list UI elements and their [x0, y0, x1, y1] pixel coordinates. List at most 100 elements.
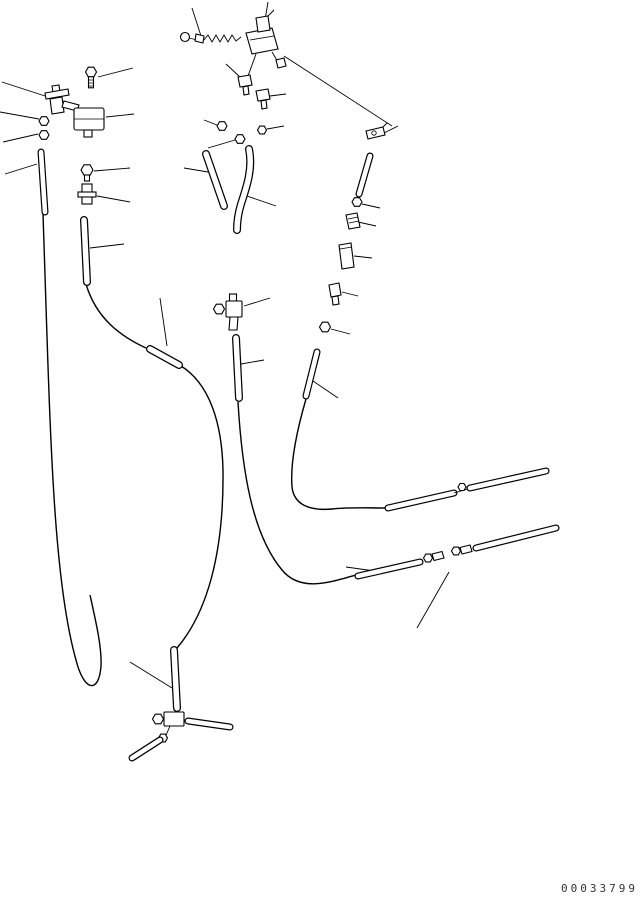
bolt-shaft [87, 76, 95, 89]
leader-lines [0, 1, 450, 689]
tube-bottom-left [128, 736, 164, 762]
leader-line [159, 297, 168, 347]
tube-fill [473, 525, 559, 551]
tube-left-lower [80, 216, 91, 286]
tube-fill [356, 153, 373, 197]
sleeve [338, 242, 355, 270]
tube-fill [303, 349, 320, 399]
leader-line [4, 163, 38, 175]
leader-line [129, 661, 173, 689]
tee-body [225, 300, 243, 318]
tube-fill [355, 559, 423, 579]
bolt-threads [88, 79, 94, 87]
hex-nut [256, 125, 268, 135]
tube-right-upper [355, 152, 374, 198]
leader-line [330, 328, 351, 335]
hex-nut [351, 197, 363, 207]
tube-fill [129, 737, 163, 761]
outlet-fitting [275, 57, 287, 69]
tee-side-nut [151, 713, 165, 725]
elbow-flange [44, 88, 70, 100]
sleeve-detail [339, 246, 353, 250]
tube-fill [81, 217, 90, 285]
leader-line [383, 125, 399, 134]
leader-line [283, 55, 393, 127]
hex-nut [318, 321, 332, 333]
coupling-nut [457, 482, 467, 492]
tube-fill [385, 490, 457, 511]
tee-fitting-middle [212, 293, 243, 331]
coupling-sleeve [431, 550, 445, 562]
leader-line [312, 380, 339, 399]
spring-guard-hose [203, 34, 242, 43]
lower-hose-assembly [354, 524, 560, 580]
leader-line [266, 125, 285, 130]
leader-line [203, 119, 218, 126]
tube-fill [203, 151, 227, 209]
coupling-nut [450, 546, 462, 556]
bolt-head [84, 66, 98, 78]
hose-left-to-tube [85, 283, 147, 349]
manifold-block [245, 27, 279, 55]
leader-line [97, 67, 134, 78]
tube-fill [234, 146, 254, 233]
tube-middle-vertical [232, 334, 243, 402]
leader-line [357, 221, 377, 227]
leader-line [269, 93, 287, 97]
tee-bottom-stub [228, 316, 239, 331]
hex-nut [234, 134, 246, 144]
tee-body [163, 711, 185, 727]
tube-right-lower [302, 348, 321, 400]
manifold-detail [249, 35, 275, 41]
valve-handle [267, 9, 275, 17]
leader-line [0, 111, 40, 120]
elbow-body [49, 96, 65, 115]
left-valve-assembly [37, 66, 105, 286]
leader-line [246, 195, 277, 207]
hose-right-chain-to-upper-right [290, 398, 386, 511]
tee-side-nut [212, 303, 226, 315]
leader-line [183, 167, 209, 173]
hose-loop-left [42, 213, 102, 687]
leader-line [1, 81, 46, 97]
leader-line [89, 243, 125, 249]
leader-line [353, 255, 373, 259]
top-manifold-assembly [179, 9, 287, 77]
fitting-stem [83, 174, 91, 182]
grease-fitting [179, 31, 191, 43]
leader-line [96, 195, 131, 203]
hose-tube-to-bottom-tee [176, 365, 224, 649]
tube-fill [233, 335, 242, 401]
tee-top-stub [228, 293, 238, 302]
tube-fill [467, 468, 549, 491]
tube-fill [185, 718, 233, 730]
fitting-threads [347, 216, 360, 224]
nipple-fitting [255, 88, 271, 102]
tube-fill [38, 149, 48, 215]
leader-line [225, 63, 242, 79]
fitting-body [194, 33, 205, 44]
tube-middle-curved [233, 145, 255, 234]
fitting-stem [331, 295, 340, 306]
leader-line [93, 167, 131, 172]
leader-line [341, 291, 359, 297]
tube-bottom-vertical [170, 646, 181, 712]
drawing-part-number: 00033799 [561, 882, 638, 895]
nipple-fitting [237, 74, 253, 88]
valve-port [83, 129, 93, 138]
leader-line [105, 113, 135, 118]
hex-nut [38, 130, 50, 140]
leader-line [191, 7, 202, 37]
leader-line [240, 359, 265, 365]
hex-fitting [80, 164, 94, 176]
tube-left [37, 148, 49, 216]
leader-line [243, 297, 271, 307]
hex-nut [38, 116, 50, 126]
hose-middle-to-lower-right [237, 401, 357, 585]
fitting-stem [242, 85, 250, 96]
fitting-stem [260, 99, 268, 110]
tube-middle-slanted [202, 150, 228, 210]
clamp-hole [371, 130, 377, 136]
